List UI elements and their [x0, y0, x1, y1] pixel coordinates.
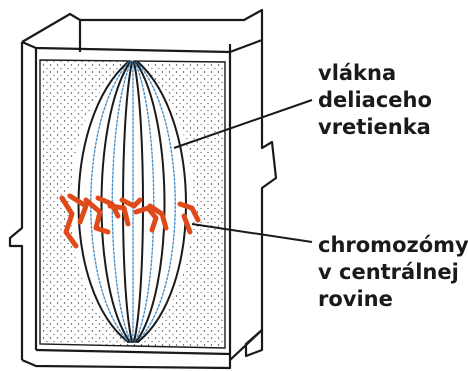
label-spindle-line-3: vretienka	[318, 114, 432, 141]
label-spindle-fibers: vlákna deliaceho vretienka	[318, 60, 432, 141]
label-chromosomes-line-2: v centrálnej	[318, 259, 468, 286]
label-chromosomes-line-3: rovine	[318, 286, 468, 313]
label-chromosomes-line-1: chromozómy	[318, 232, 468, 259]
label-spindle-line-2: deliaceho	[318, 87, 432, 114]
label-spindle-line-1: vlákna	[318, 60, 432, 87]
label-chromosomes: chromozómy v centrálnej rovine	[318, 232, 468, 313]
